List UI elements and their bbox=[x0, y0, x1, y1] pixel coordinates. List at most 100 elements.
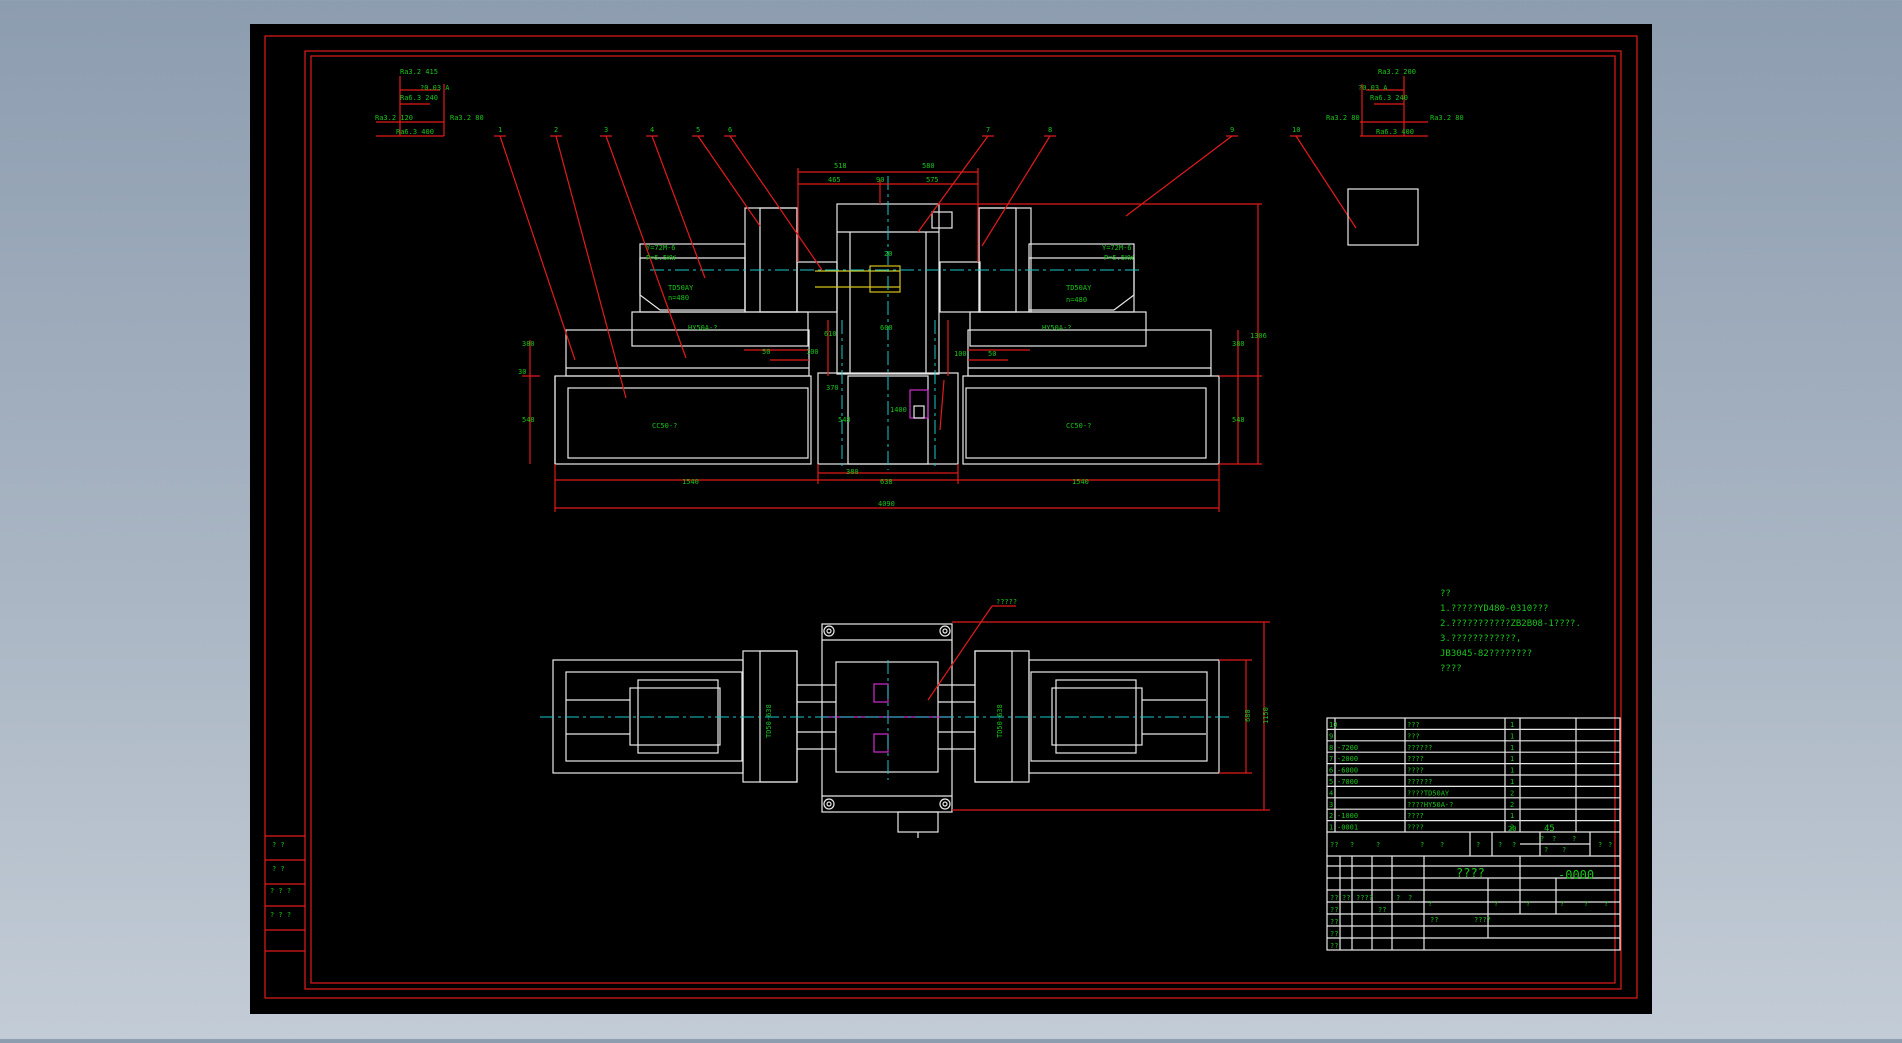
detail-box-10 bbox=[1347, 188, 1419, 246]
balloon-10: 10 bbox=[1292, 126, 1300, 134]
inner-frame-inset bbox=[310, 55, 1616, 984]
parts-row-no: 6 bbox=[1329, 767, 1333, 775]
dim-left-h3: 548 bbox=[522, 416, 535, 424]
dim-bottom-4: 1540 bbox=[1072, 478, 1089, 486]
detail-left-1: Ra3.2 415 bbox=[400, 68, 438, 76]
left-head-speed: n=480 bbox=[668, 294, 689, 302]
detail-right-2: ?0.03 A bbox=[1358, 84, 1388, 92]
title-row-label-2: ?? bbox=[1378, 906, 1386, 914]
right-slide bbox=[967, 329, 1212, 377]
dim-inner-5: 100 bbox=[954, 350, 967, 358]
parts-row-qty: 1 bbox=[1510, 721, 1514, 729]
dim-right-h3: 1306 bbox=[1250, 332, 1267, 340]
front-view bbox=[494, 135, 1357, 512]
parts-row-qty: 2 bbox=[1510, 801, 1514, 809]
parts-row-qty: 1 bbox=[1510, 732, 1514, 740]
parts-row-name: ???? bbox=[1407, 824, 1424, 832]
parts-row-qty: 1 bbox=[1510, 778, 1514, 786]
parts-row-name: ????TD50AY bbox=[1407, 789, 1450, 797]
plan-view: ????? TD50-638 TD50-638 680 1150 bbox=[540, 598, 1270, 838]
parts-row-code: -2000 bbox=[1337, 755, 1358, 763]
right-head-speed: n=480 bbox=[1066, 296, 1087, 304]
dim-inner-3: 50 bbox=[762, 348, 770, 356]
parts-row-qty: 1 bbox=[1510, 744, 1514, 752]
balloon-8: 8 bbox=[1048, 126, 1052, 134]
parts-header-15: ? bbox=[1608, 841, 1612, 849]
parts-row-name: ??? bbox=[1407, 732, 1420, 740]
title-row-label-8: ? bbox=[1560, 900, 1564, 908]
balloon-9: 9 bbox=[1230, 126, 1234, 134]
title-block-name: ???? bbox=[1456, 866, 1485, 880]
head-labels: Y=72M-6 P=5.5KW TD50AY n=480 Y=72M-6 P=5… bbox=[646, 244, 1134, 430]
detail-left-3: Ra3.2 120 bbox=[375, 114, 413, 122]
parts-header-12: ? bbox=[1544, 846, 1548, 854]
title-row-label-9: ? bbox=[1584, 900, 1588, 908]
parts-row-name: ??? bbox=[1407, 721, 1420, 729]
dim-inner-8: 1400 bbox=[890, 406, 907, 414]
dim-top-4: 90 bbox=[876, 176, 884, 184]
title-row-label-5: ? bbox=[1428, 900, 1432, 908]
plan-leader-label: ????? bbox=[996, 598, 1017, 606]
parts-row-qty: 2 bbox=[1510, 824, 1514, 832]
balloon-7: 7 bbox=[986, 126, 990, 134]
detail-right-3: Ra6.3 240 bbox=[1370, 94, 1408, 102]
front-view-dimensions: 518 580 465 90 575 20 1540 380 638 1540 … bbox=[518, 162, 1267, 508]
title-sign-4: ?? bbox=[1330, 930, 1338, 938]
parts-row-code: -7200 bbox=[1337, 744, 1358, 752]
detail-left: Ra3.2 415 ?0.03 A Ra3.2 120 Ra6.3 240 Ra… bbox=[375, 68, 484, 137]
parts-row-code: -7000 bbox=[1337, 778, 1358, 786]
plan-right-unit-label: TD50-638 bbox=[996, 704, 1004, 738]
header-number-1: 20 bbox=[1508, 825, 1516, 833]
right-base-label: CC50-? bbox=[1066, 422, 1091, 430]
title-row-label-4: ? bbox=[1408, 894, 1412, 902]
header-number-2: 45 bbox=[1544, 824, 1555, 834]
revision-text-2: ? ? bbox=[272, 865, 285, 873]
dim-top-5: 575 bbox=[926, 176, 939, 184]
inner-frame bbox=[304, 50, 1622, 990]
note-3: 3.????????????, bbox=[1440, 634, 1521, 644]
parts-header-3: ? bbox=[1376, 841, 1380, 849]
parts-header-1: ?? bbox=[1330, 841, 1338, 849]
dim-inner-1: 600 bbox=[880, 324, 893, 332]
dim-inner-6: 50 bbox=[988, 350, 996, 358]
dim-inner-7: 370 bbox=[826, 384, 839, 392]
balloon-2: 2 bbox=[554, 126, 558, 134]
balloon-5: 5 bbox=[696, 126, 700, 134]
title-sign-6: ?? bbox=[1342, 894, 1350, 902]
title-sign-2: ?? bbox=[1330, 906, 1338, 914]
dim-right-h1: 380 bbox=[1232, 340, 1245, 348]
technical-notes: ?? 1.?????YD480-0310??? 2.???????????ZB2… bbox=[1440, 589, 1581, 674]
parts-row-no: 3 bbox=[1329, 801, 1333, 809]
dim-bottom-3: 638 bbox=[880, 478, 893, 486]
parts-header-7: ? bbox=[1498, 841, 1502, 849]
dim-inner-9: 548 bbox=[838, 416, 851, 424]
plan-center-table bbox=[821, 623, 953, 813]
left-slide-label: HY50A-? bbox=[688, 324, 718, 332]
balloon-3: 3 bbox=[604, 126, 608, 134]
right-head-model: TD50AY bbox=[1066, 284, 1092, 292]
plan-dim-2: 1150 bbox=[1262, 707, 1270, 724]
balloon-4: 4 bbox=[650, 126, 654, 134]
detail-left-6: Ra6.3 400 bbox=[396, 128, 434, 136]
right-slide-label: HY50A-? bbox=[1042, 324, 1072, 332]
parts-header-5: ? bbox=[1440, 841, 1444, 849]
parts-row-qty: 1 bbox=[1510, 812, 1514, 820]
right-head-motor: Y=72M-6 bbox=[1102, 244, 1132, 252]
detail-right-6: Ra6.3 400 bbox=[1376, 128, 1414, 136]
left-head-power: P=5.5KW bbox=[646, 254, 676, 262]
note-4: JB3045-82???????? bbox=[1440, 649, 1532, 659]
detail-right-4: Ra3.2 80 bbox=[1326, 114, 1360, 122]
balloon-1: 1 bbox=[498, 126, 502, 134]
dim-inner-4: 100 bbox=[806, 348, 819, 356]
dim-top-1: 518 bbox=[834, 162, 847, 170]
parts-row-no: 8 bbox=[1329, 744, 1333, 752]
parts-row-no: 10 bbox=[1329, 721, 1337, 729]
detail-right-5: Ra3.2 80 bbox=[1430, 114, 1464, 122]
parts-header-13: ? bbox=[1562, 846, 1566, 854]
parts-header-4: ? bbox=[1420, 841, 1424, 849]
title-row-label-10: ? bbox=[1604, 900, 1608, 908]
parts-row-code: -0001 bbox=[1337, 824, 1358, 832]
parts-row-no: 4 bbox=[1329, 789, 1333, 797]
